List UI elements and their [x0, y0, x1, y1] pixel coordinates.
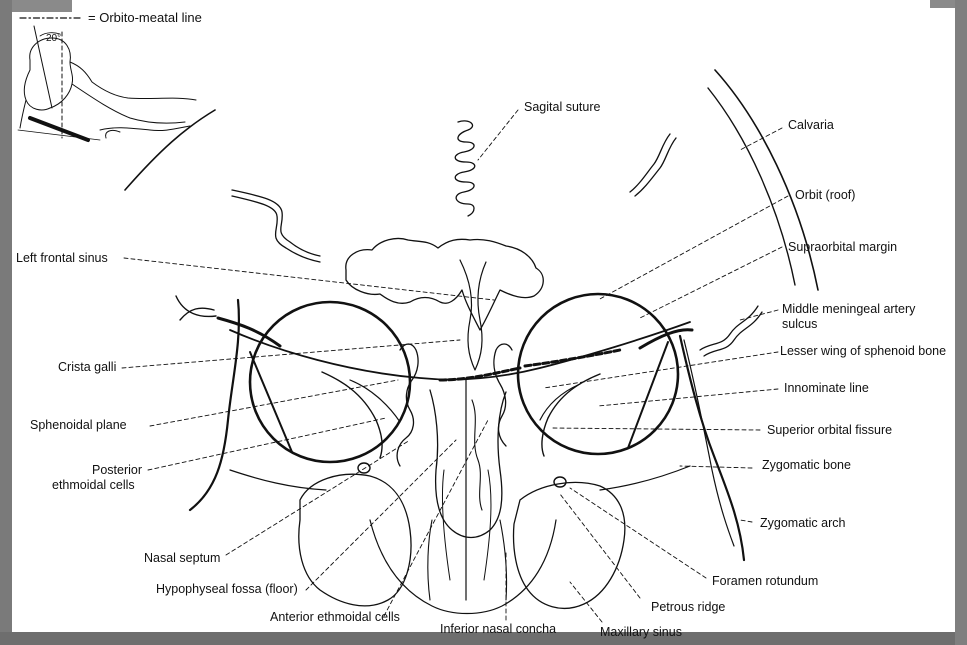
right-zygomatic-contour [680, 336, 744, 560]
right-vessel-groove-2 [630, 134, 670, 192]
label-posterior: Posterior [92, 463, 142, 478]
right-maxillary-sinus [514, 482, 625, 608]
label-foramen-rotundum: Foramen rotundum [712, 574, 818, 589]
right-lesser-wing [542, 374, 600, 456]
label-sagittal-suture: Sagital suture [524, 100, 600, 115]
label-calvaria: Calvaria [788, 118, 834, 133]
ethmoid-complex-right [494, 344, 512, 446]
label-maxillary-sinus: Maxillary sinus [600, 625, 682, 640]
left-orbital-fissure [350, 380, 400, 422]
label-sphenoidal-plane: Sphenoidal plane [30, 418, 127, 433]
label-anterior-ethmoidal: Anterior ethmoidal cells [270, 610, 400, 625]
label-hypophyseal-fossa: Hypophyseal fossa (floor) [156, 582, 298, 597]
left-maxillary-sinus [299, 474, 411, 606]
right-orbit [518, 294, 678, 454]
left-vessel-groove [232, 190, 320, 256]
nasal-cavity [430, 390, 506, 538]
legend-text: = Orbito-meatal line [88, 10, 202, 25]
sagittal-suture [455, 121, 475, 216]
label-left-frontal-sinus: Left frontal sinus [16, 251, 108, 266]
left-supraorbital-line [218, 318, 280, 346]
right-calvaria-arc-outer [715, 70, 818, 290]
inner-concha-right [484, 470, 491, 580]
label-zygomatic-bone: Zygomatic bone [762, 458, 851, 473]
orbitomeatal-thick-line [30, 118, 88, 140]
label-nasal-septum: Nasal septum [144, 551, 220, 566]
left-lateral-contour [176, 296, 216, 316]
label-superior-orbital-fissure: Superior orbital fissure [767, 423, 892, 438]
label-inferior-nasal-concha: Inferior nasal concha [440, 622, 556, 637]
meningeal-sulcus-2 [704, 312, 762, 356]
angle-label: 20° [46, 31, 61, 46]
right-foramen-rotundum [554, 477, 566, 487]
sphenoid-plane-dotted-2 [525, 350, 620, 366]
right-vessel-groove [635, 138, 676, 196]
label-orbit-roof: Orbit (roof) [795, 188, 855, 203]
label-petrous-ridge: Petrous ridge [651, 600, 725, 615]
right-innominate-line [628, 342, 668, 448]
right-arch-line [600, 466, 690, 490]
sphenoid-plane-curve [230, 322, 690, 380]
lower-outline [370, 520, 556, 614]
label-middle-meningeal: Middle meningeal artery [782, 302, 915, 317]
septum-wave [472, 400, 482, 510]
label-zygomatic-arch: Zygomatic arch [760, 516, 845, 531]
leader-lines [122, 110, 788, 622]
label-crista-galli: Crista galli [58, 360, 116, 375]
left-lateral-contour-2 [180, 308, 214, 320]
inner-concha-left [442, 470, 450, 580]
label-middle-meningeal-sulcus: sulcus [782, 317, 817, 332]
label-ethmoidal-cells: ethmoidal cells [52, 478, 135, 493]
legend-inset [18, 18, 196, 140]
label-supraorbital-margin: Supraorbital margin [788, 240, 897, 255]
right-orbital-fissure [540, 384, 580, 420]
label-innominate-line: Innominate line [784, 381, 869, 396]
left-calvaria-arc [125, 110, 215, 190]
label-lesser-wing: Lesser wing of sphenoid bone [780, 344, 946, 359]
meningeal-sulcus [700, 306, 758, 350]
